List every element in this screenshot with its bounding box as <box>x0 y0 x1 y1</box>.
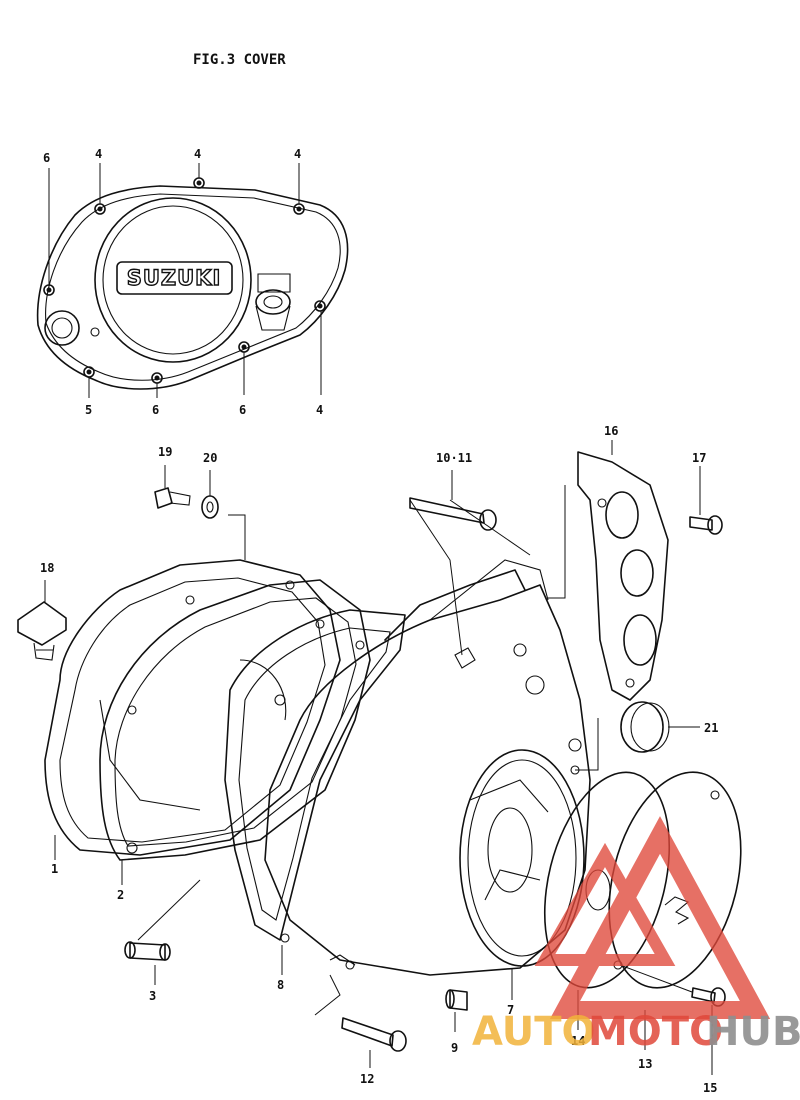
suzuki-logo-text: SUZUKI <box>127 266 222 290</box>
callout-17: 17 <box>692 451 706 465</box>
suzuki-logo-plate: SUZUKI <box>116 261 233 295</box>
part-8-cover-flange <box>224 609 406 943</box>
callout-1: 1 <box>51 862 58 876</box>
callout-6-bottom: 6 <box>152 403 159 417</box>
lower-leader-lines <box>44 440 713 1075</box>
watermark-auto: AUTO <box>472 1009 596 1055</box>
part-21-plug <box>620 701 670 753</box>
callout-4-left: 4 <box>95 147 102 161</box>
callout-5: 5 <box>85 403 92 417</box>
part-20-washer <box>201 495 219 519</box>
callout-4-bottom: 4 <box>316 403 323 417</box>
callout-12: 12 <box>360 1072 374 1086</box>
callout-14: 14 <box>571 1034 585 1048</box>
part-9-dowel <box>445 989 468 1011</box>
watermark-moto: MOTO <box>588 1009 723 1055</box>
callout-8: 8 <box>277 978 284 992</box>
part-19-bolt <box>154 487 191 509</box>
callout-20: 20 <box>203 451 217 465</box>
callout-6-right: 6 <box>239 403 246 417</box>
callout-18: 18 <box>40 561 54 575</box>
callout-9: 9 <box>451 1041 458 1055</box>
part-18-oil-cap <box>17 601 67 661</box>
watermark-triangle-inner <box>534 842 676 966</box>
watermark-hub: HUB <box>706 1009 800 1055</box>
callout-6-left: 6 <box>43 151 50 165</box>
part-10-11-screw <box>409 497 497 531</box>
callout-2: 2 <box>117 888 124 902</box>
callout-4-top: 4 <box>194 147 201 161</box>
callout-7: 7 <box>507 1003 514 1017</box>
part-1-crankcase-cover <box>44 559 341 856</box>
figure-title: FIG.3 COVER <box>193 52 286 68</box>
part-3-dowel <box>124 941 171 961</box>
top-cover-leader-lines <box>48 163 322 398</box>
part-7-generator-cover <box>264 559 591 976</box>
part-17-screw <box>689 515 723 535</box>
part-16-sprocket-plate <box>577 451 669 701</box>
callout-13: 13 <box>638 1057 652 1071</box>
part-2-gasket <box>99 579 371 861</box>
callout-10-11: 10·11 <box>436 451 472 465</box>
clutch-cover-oil-window <box>44 273 291 346</box>
callout-15: 15 <box>703 1081 717 1095</box>
automotohub-watermark-logo <box>534 816 771 1019</box>
callout-4-right: 4 <box>294 147 301 161</box>
part-12-screw <box>341 1017 407 1052</box>
clutch-cover-disc <box>94 197 252 363</box>
callout-21: 21 <box>704 721 718 735</box>
callout-19: 19 <box>158 445 172 459</box>
watermark-triangle-outer <box>549 816 771 1019</box>
callout-3: 3 <box>149 989 156 1003</box>
callout-16: 16 <box>604 424 618 438</box>
